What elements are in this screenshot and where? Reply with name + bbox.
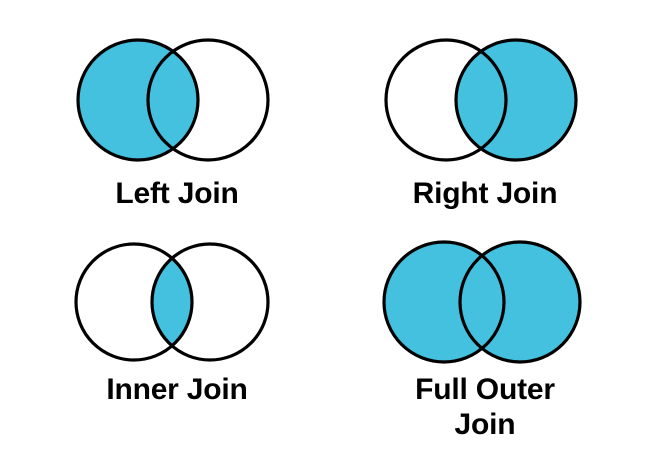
venn-inner-join (74, 242, 270, 362)
region-left-circle-fill (78, 40, 198, 160)
circle-right-outline (150, 242, 270, 362)
circle-left-outline (74, 242, 194, 362)
circle-left-outline (384, 38, 508, 162)
region-intersection-fill (152, 244, 192, 360)
circle-left-outline (382, 240, 506, 364)
panel-right-join-label: Right Join (412, 177, 558, 210)
region-right-circle-fill (456, 40, 576, 160)
venn-full-outer-join (382, 240, 582, 364)
panel-left-join-label: Left Join (115, 177, 239, 210)
panel-full-outer-join: Full Outer Join (330, 238, 640, 443)
panel-inner-join: Inner Join (22, 238, 332, 407)
panel-full-outer-join-label: Full Outer Join (415, 373, 555, 442)
region-right-circle-fill (460, 242, 580, 362)
circle-right-outline (454, 38, 578, 162)
circle-right-outline (458, 240, 582, 364)
venn-right-join (384, 38, 578, 162)
panel-left-join: Left Join (22, 30, 332, 211)
panel-inner-join-label: Inner Join (106, 373, 248, 406)
circle-right-outline (146, 38, 270, 162)
panel-right-join: Right Join (330, 30, 640, 211)
venn-left-join (76, 38, 270, 162)
circle-left-outline (76, 38, 200, 162)
